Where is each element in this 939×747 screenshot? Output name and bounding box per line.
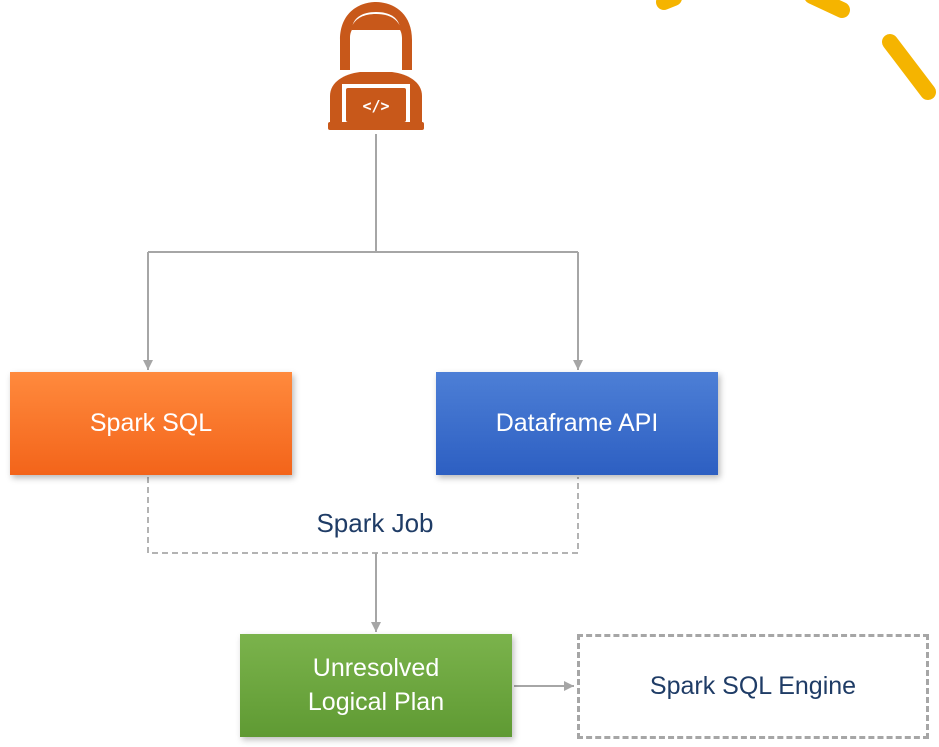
decoration-strokes (656, 0, 936, 100)
spark-sql-engine-label: Spark SQL Engine (649, 671, 857, 700)
unresolved-label-line1: Unresolved (312, 653, 440, 682)
spark-job-bracket (147, 477, 579, 554)
unresolved-label-line2: Logical Plan (307, 687, 445, 716)
spark-sql-engine-box: Spark SQL Engine (577, 634, 929, 739)
spark-sql-box: Spark SQL (10, 372, 292, 475)
dataframe-api-box: Dataframe API (436, 372, 718, 475)
developer-laptop-icon: </> (328, 2, 424, 130)
dataframe-api-label: Dataframe API (495, 408, 659, 437)
code-glyph: </> (362, 97, 389, 115)
spark-sql-label: Spark SQL (89, 408, 213, 437)
unresolved-logical-plan-box: Unresolved Logical Plan (240, 634, 512, 737)
spark-job-label: Spark Job (316, 508, 434, 538)
